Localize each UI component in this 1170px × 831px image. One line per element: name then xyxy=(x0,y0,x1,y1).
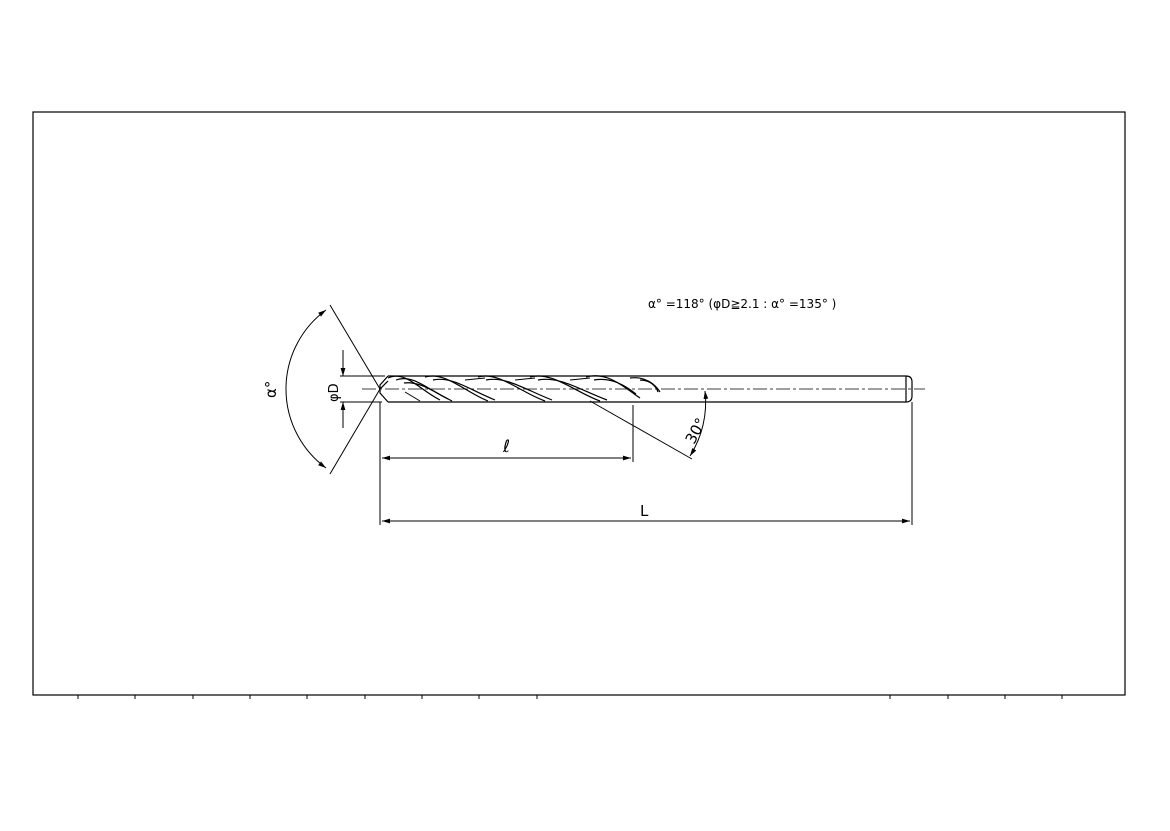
diameter-dimension xyxy=(340,350,385,428)
frame-ticks xyxy=(77,695,1063,699)
alpha-dimension xyxy=(285,304,381,475)
flute-length-dimension xyxy=(379,402,634,525)
overall-length-dimension xyxy=(382,402,913,525)
flute-length-label: ℓ xyxy=(502,437,510,457)
drawing-frame xyxy=(32,111,1126,696)
alpha-label: α° xyxy=(262,381,280,398)
helix-angle-label: 30° xyxy=(682,415,710,447)
angle-note: α° =118° (φD≧2.1 : α° =135° ) xyxy=(648,297,836,311)
helix-angle-dimension xyxy=(589,390,709,460)
drill-flutes xyxy=(387,375,661,402)
overall-length-label: L xyxy=(640,502,649,520)
diameter-label: φD xyxy=(327,383,342,402)
